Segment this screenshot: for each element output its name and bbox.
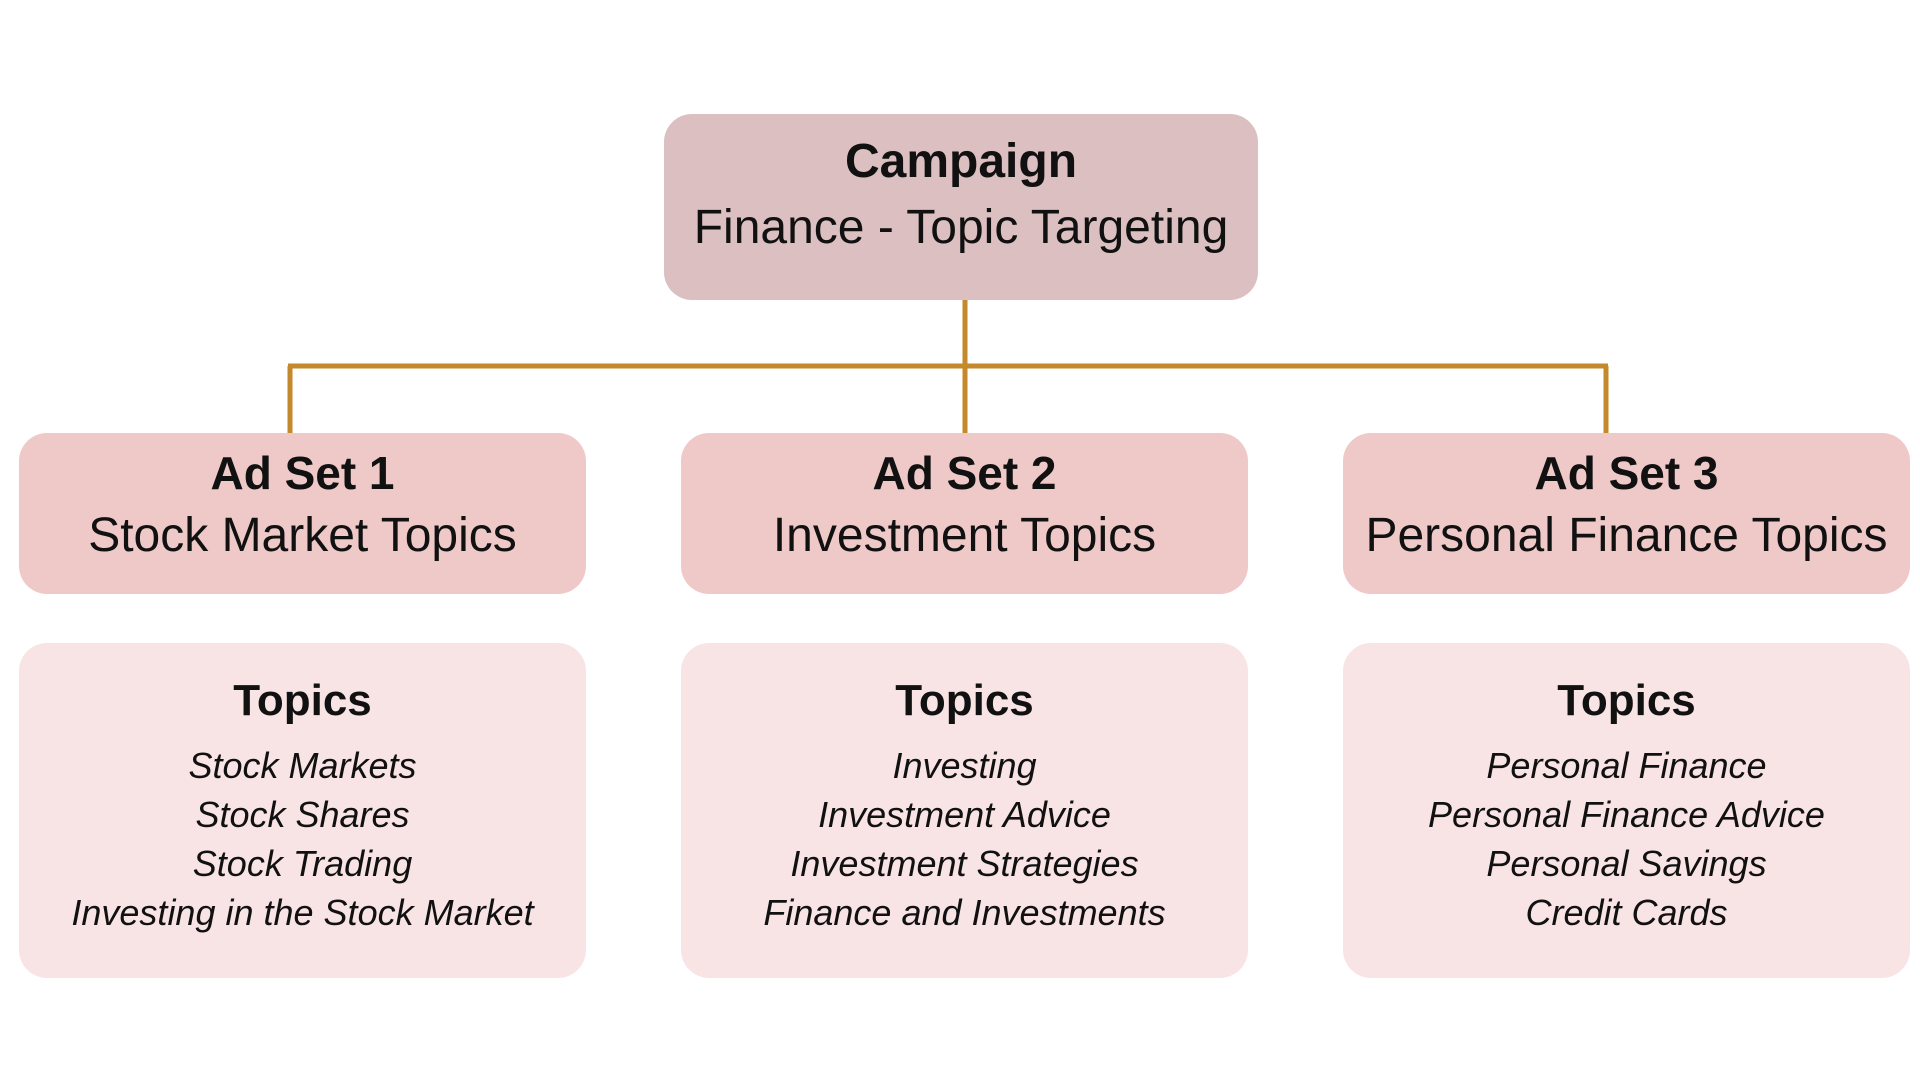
ad-set-1-node: Ad Set 1 Stock Market Topics: [19, 433, 586, 594]
topic-item: Stock Markets: [188, 745, 417, 786]
topic-item: Stock Trading: [192, 843, 413, 884]
topic-item: Investment Advice: [818, 794, 1111, 835]
topics-box-ad-set-2: Topics Investing Investment Advice Inves…: [681, 643, 1248, 978]
topic-item: Finance and Investments: [763, 892, 1166, 933]
ad-set-title: Ad Set 2: [872, 447, 1057, 499]
topic-list: Personal Finance Personal Finance Advice…: [1343, 741, 1910, 937]
topic-item: Investing: [892, 745, 1037, 786]
topic-list: Investing Investment Advice Investment S…: [681, 741, 1248, 937]
ad-set-subtitle: Investment Topics: [772, 509, 1157, 562]
topic-item: Investing in the Stock Market: [71, 892, 534, 933]
ad-set-title: Ad Set 1: [210, 447, 395, 499]
topic-item: Stock Shares: [195, 794, 410, 835]
topic-item: Credit Cards: [1525, 892, 1728, 933]
topics-box-ad-set-1: Topics Stock Markets Stock Shares Stock …: [19, 643, 586, 978]
topics-heading: Topics: [233, 676, 372, 725]
ad-set-subtitle: Stock Market Topics: [88, 509, 517, 562]
ad-set-subtitle: Personal Finance Topics: [1365, 509, 1888, 562]
campaign-subtitle: Finance - Topic Targeting: [693, 201, 1229, 254]
campaign-title: Campaign: [844, 135, 1078, 188]
topics-box-ad-set-3: Topics Personal Finance Personal Finance…: [1343, 643, 1910, 978]
ad-set-3-node: Ad Set 3 Personal Finance Topics: [1343, 433, 1910, 594]
campaign-node: Campaign Finance - Topic Targeting: [664, 114, 1258, 300]
topic-item: Personal Savings: [1486, 843, 1767, 884]
topic-item: Personal Finance: [1486, 745, 1767, 786]
topic-item: Personal Finance Advice: [1428, 794, 1825, 835]
ad-set-2-node: Ad Set 2 Investment Topics: [681, 433, 1248, 594]
topics-heading: Topics: [895, 676, 1034, 725]
ad-set-title: Ad Set 3: [1534, 447, 1719, 499]
topic-list: Stock Markets Stock Shares Stock Trading…: [19, 741, 586, 937]
topics-heading: Topics: [1557, 676, 1696, 725]
topic-item: Investment Strategies: [790, 843, 1139, 884]
